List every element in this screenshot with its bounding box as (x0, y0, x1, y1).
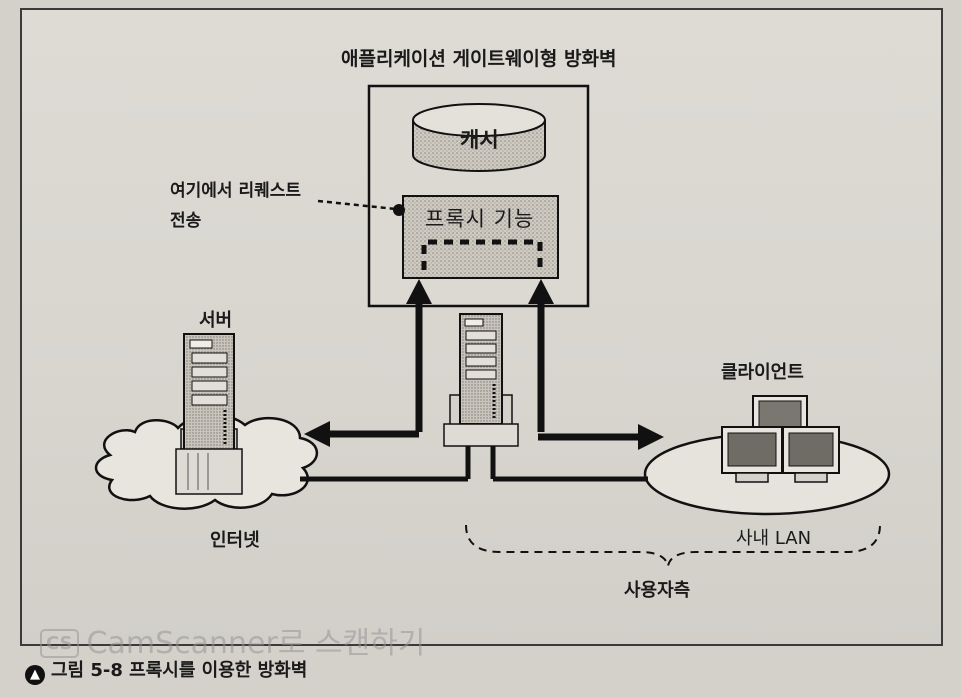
firewall-machine (443, 313, 519, 447)
arrow-up-right (528, 279, 554, 432)
proxy-relay-path (421, 239, 543, 270)
arrow-to-client (538, 424, 664, 450)
figure-caption: ▲ 그림 5-8 프록시를 이용한 방화벽 (25, 656, 307, 685)
caption-text: 그림 5-8 프록시를 이용한 방화벽 (51, 660, 308, 681)
annotation-leader (317, 199, 397, 211)
annotation-line-1: 여기에서 리퀘스트 (170, 181, 302, 201)
proxy-function-label: 프록시 기능 (425, 207, 535, 231)
arrow-up-left (406, 279, 432, 432)
internal-side-label: 사용자측 (624, 580, 691, 601)
cache-label: 캐시 (460, 128, 499, 152)
annotation-line-2: 전송 (170, 211, 202, 231)
server-tower (175, 333, 243, 495)
client-monitor-right (782, 426, 840, 483)
client-monitor-left (721, 426, 783, 483)
arrow-to-server (304, 421, 419, 447)
proxy-box (402, 195, 559, 279)
camscanner-logo-icon: CS (40, 629, 79, 658)
annotation-dot (393, 204, 405, 216)
watermark-text: CamScanner로 스캔하기 (86, 626, 426, 661)
internet-label: 인터넷 (210, 530, 260, 551)
client-label: 클라이언트 (721, 362, 804, 383)
diagram-title: 애플리케이션 게이트웨이형 방화벽 (341, 48, 617, 70)
internal-side-bracket (465, 524, 881, 567)
server-label: 서버 (199, 310, 233, 331)
internal-lan-label: 사내 LAN (736, 528, 812, 549)
cache-cylinder (412, 103, 546, 172)
circle-up-arrow-icon: ▲ (25, 665, 45, 685)
